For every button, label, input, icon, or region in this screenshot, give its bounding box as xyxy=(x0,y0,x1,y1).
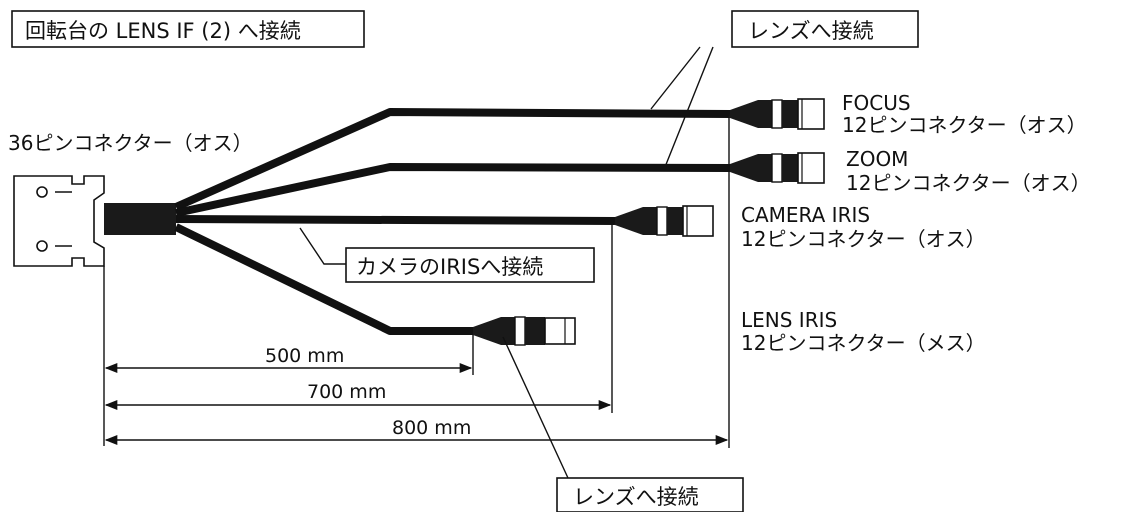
connector-lens-iris xyxy=(473,316,576,346)
dimension-label-700: 700 mm xyxy=(307,381,386,403)
connector-focus xyxy=(730,98,825,130)
leader-line-camera-iris xyxy=(299,227,346,265)
branch-zoom-name: ZOOM xyxy=(846,147,908,171)
leader-line-zoom xyxy=(664,46,714,168)
leader-line-lens-iris xyxy=(502,336,569,479)
callout-to-camera-iris-text: カメラのIRISへ接続 xyxy=(356,255,543,279)
callout-to-lens-top: レンズへ接続 xyxy=(731,10,919,48)
callout-to-lens-top-text: レンズへ接続 xyxy=(748,19,874,43)
cable-camera-iris xyxy=(175,215,616,225)
branch-focus-name: FOCUS xyxy=(842,91,911,115)
branch-camera-iris-name: CAMERA IRIS xyxy=(741,203,870,227)
callout-to-camera-iris: カメラのIRISへ接続 xyxy=(345,247,595,283)
screw-hole-icon xyxy=(36,240,48,252)
callout-to-lens-bottom-text: レンズへ接続 xyxy=(573,485,699,509)
connector-zoom xyxy=(730,152,825,184)
branch-zoom-connector: 12ピンコネクター（オス） xyxy=(846,171,1091,195)
cable-boot xyxy=(104,203,176,235)
screw-hole-icon xyxy=(36,186,48,198)
dimension-label-500: 500 mm xyxy=(265,345,344,367)
connector-camera-iris xyxy=(615,205,714,237)
branch-camera-iris-connector: 12ピンコネクター（オス） xyxy=(741,227,986,251)
callout-pan-tilt-lens-if-text: 回転台の LENS IF (2) へ接続 xyxy=(25,19,301,43)
branch-focus-connector: 12ピンコネクター（オス） xyxy=(842,113,1087,137)
cable-zoom xyxy=(175,163,731,217)
branch-lens-iris-connector: 12ピンコネクター（メス） xyxy=(741,331,986,355)
callout-to-lens-bottom: レンズへ接続 xyxy=(556,477,744,512)
main-connector-36pin xyxy=(13,175,176,267)
cable-focus xyxy=(174,108,731,211)
leader-line-focus xyxy=(650,46,701,110)
branch-lens-iris-name: LENS IRIS xyxy=(741,308,837,332)
callout-pan-tilt-lens-if: 回転台の LENS IF (2) へ接続 xyxy=(11,10,365,48)
dimension-label-800: 800 mm xyxy=(392,417,471,439)
main-connector-label: 36ピンコネクター（オス） xyxy=(8,131,253,155)
cable-lens-iris xyxy=(174,223,473,335)
